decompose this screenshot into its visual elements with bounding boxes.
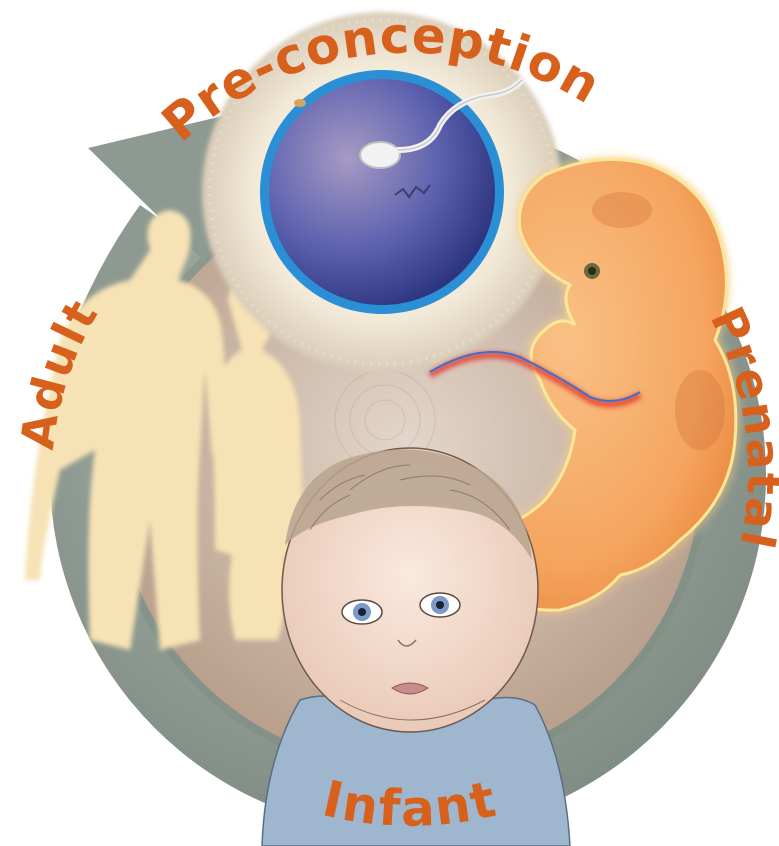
label-infant: Infant [318,770,503,838]
